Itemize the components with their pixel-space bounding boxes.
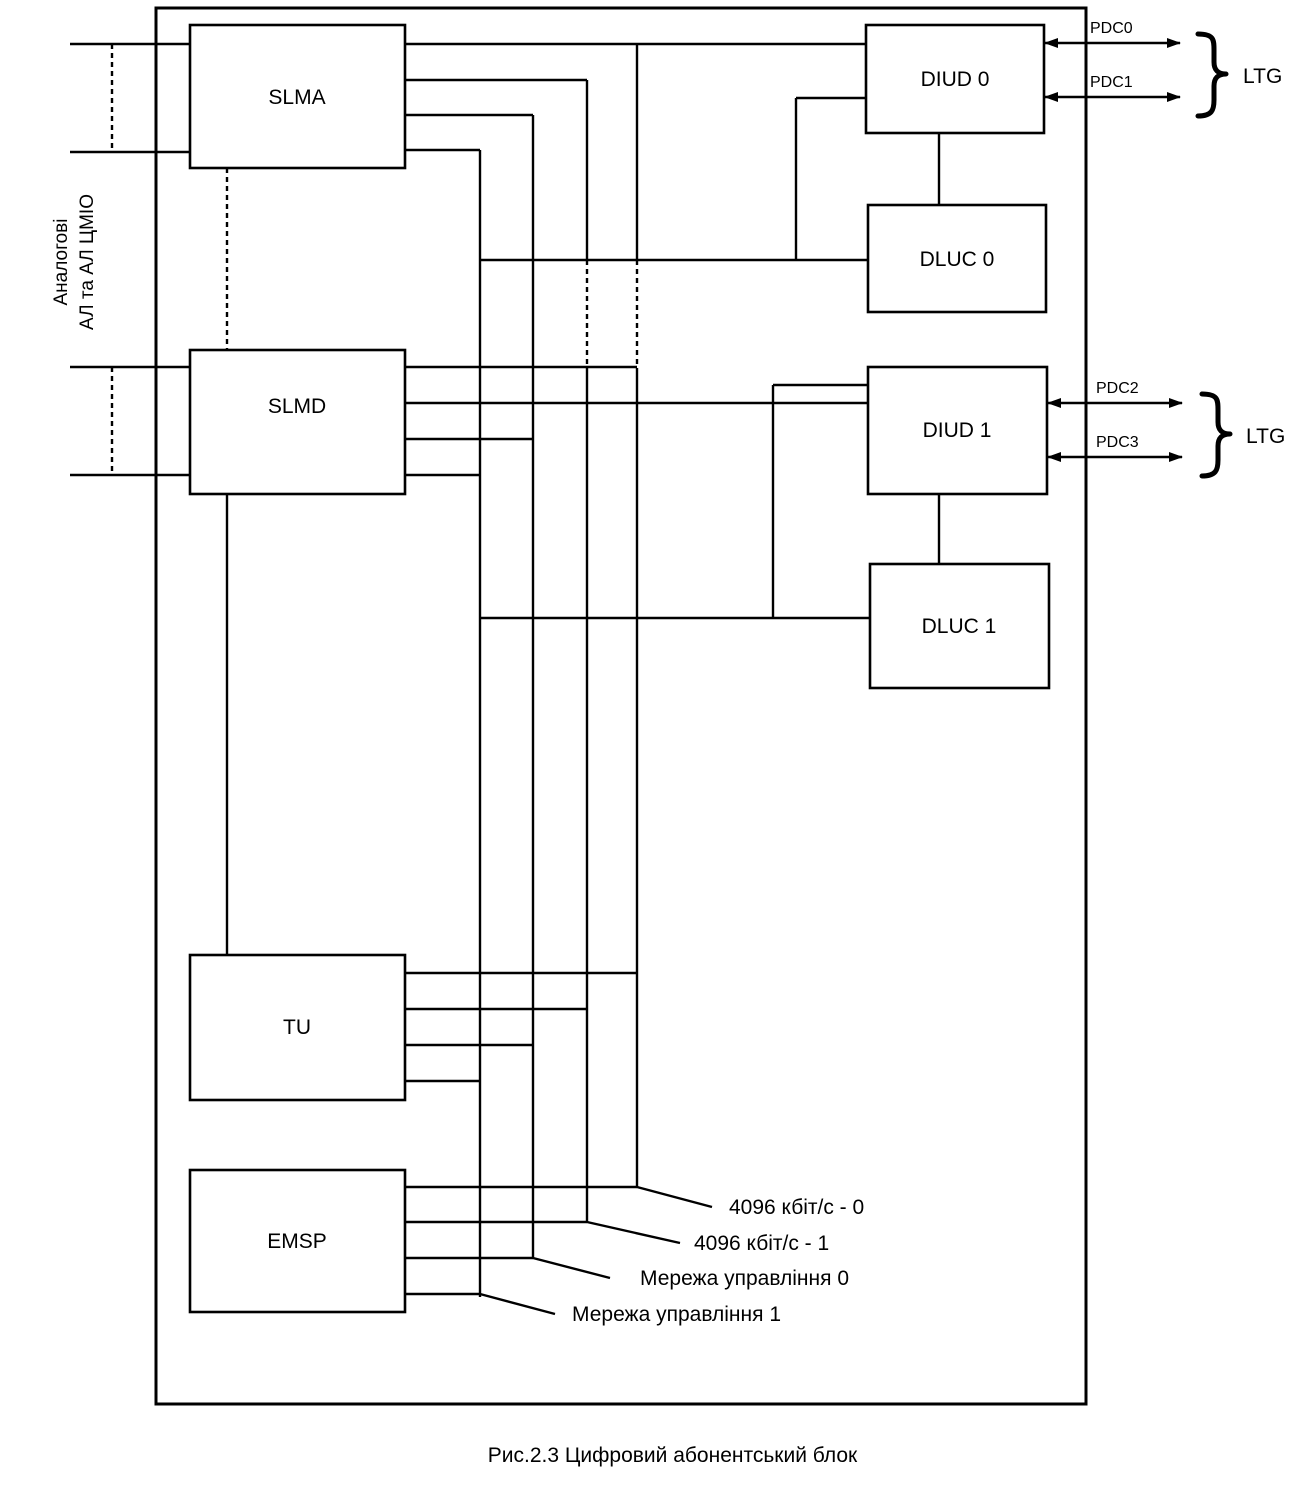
block-slma-label: SLMA [268,86,325,109]
bus-label-control-1: Мережа управління 1 [572,1303,781,1326]
block-slma: SLMA [188,23,407,170]
pdc-arrows [1044,38,1183,462]
bus-label-4096-1: 4096 кбіт/с - 1 [694,1232,829,1255]
port-pdc1: PDC1 [1090,74,1133,91]
block-diud1: DIUD 1 [866,365,1049,496]
analog-lines [70,42,190,477]
block-diud1-label: DIUD 1 [923,419,992,442]
bus-label-control-0: Мережа управління 0 [640,1267,849,1290]
slmd-links [405,365,941,620]
block-emsp: EMSP [188,1168,407,1314]
side-label-line1: Аналогові [51,219,72,306]
brace-top [1195,31,1229,119]
bus-leaders [479,1185,713,1316]
block-dluc0-label: DLUC 0 [920,248,995,271]
outer-frame [154,6,1088,1406]
bus-label-4096-0: 4096 кбіт/с - 0 [729,1196,864,1219]
block-tu: TU [188,953,407,1102]
block-dluc1: DLUC 1 [868,562,1051,690]
ltg-bottom-label: LTG [1246,425,1285,448]
block-dluc0: DLUC 0 [866,203,1048,314]
block-diud0-label: DIUD 0 [921,68,990,91]
block-diud0: DIUD 0 [864,23,1046,135]
block-emsp-label: EMSP [267,1230,327,1253]
side-label: Аналогові АЛ та АЛ ЦМІО [51,194,98,330]
tu-links [405,971,637,1083]
slma-links [405,42,941,262]
vertical-buses [478,44,639,1297]
block-slmd: SLMD [188,348,407,496]
block-slmd-label: SLMD [268,395,326,418]
port-pdc0: PDC0 [1090,20,1133,37]
block-dluc1-label: DLUC 1 [922,615,997,638]
brace-bottom [1199,391,1233,479]
ltg-top-label: LTG [1243,65,1282,88]
port-pdc3: PDC3 [1096,434,1139,451]
side-label-line2: АЛ та АЛ ЦМІО [77,194,98,330]
port-pdc2: PDC2 [1096,380,1139,397]
block-tu-label: TU [283,1016,311,1039]
figure-caption: Рис.2.3 Цифровий абонентський блок [487,1444,858,1467]
emsp-links [405,1185,637,1296]
